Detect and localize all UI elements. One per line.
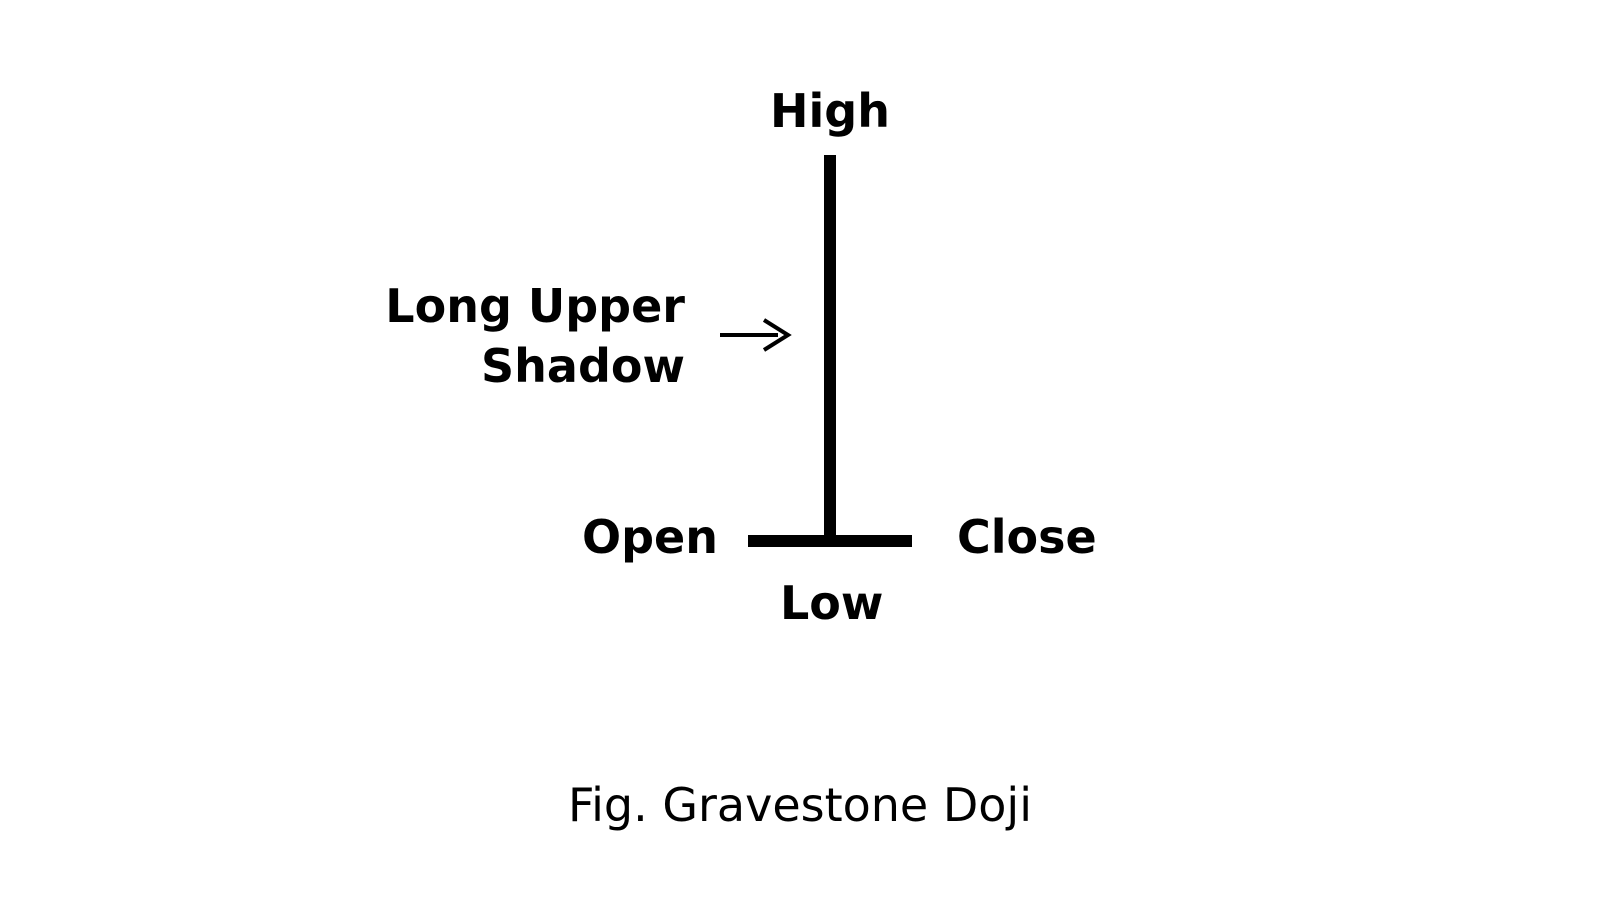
upper-shadow-line (824, 155, 836, 538)
low-label: Low (780, 576, 884, 630)
shadow-label-line-2: Shadow (481, 339, 685, 393)
open-close-bar (748, 535, 912, 547)
shadow-label-line-1: Long Upper (385, 279, 685, 333)
long-upper-shadow-label: Long Upper Shadow (385, 276, 685, 396)
open-label: Open (582, 510, 718, 564)
figure-caption: Fig. Gravestone Doji (568, 778, 1032, 832)
close-label: Close (957, 510, 1097, 564)
arrow-right-icon (720, 318, 792, 352)
high-label: High (770, 84, 890, 138)
